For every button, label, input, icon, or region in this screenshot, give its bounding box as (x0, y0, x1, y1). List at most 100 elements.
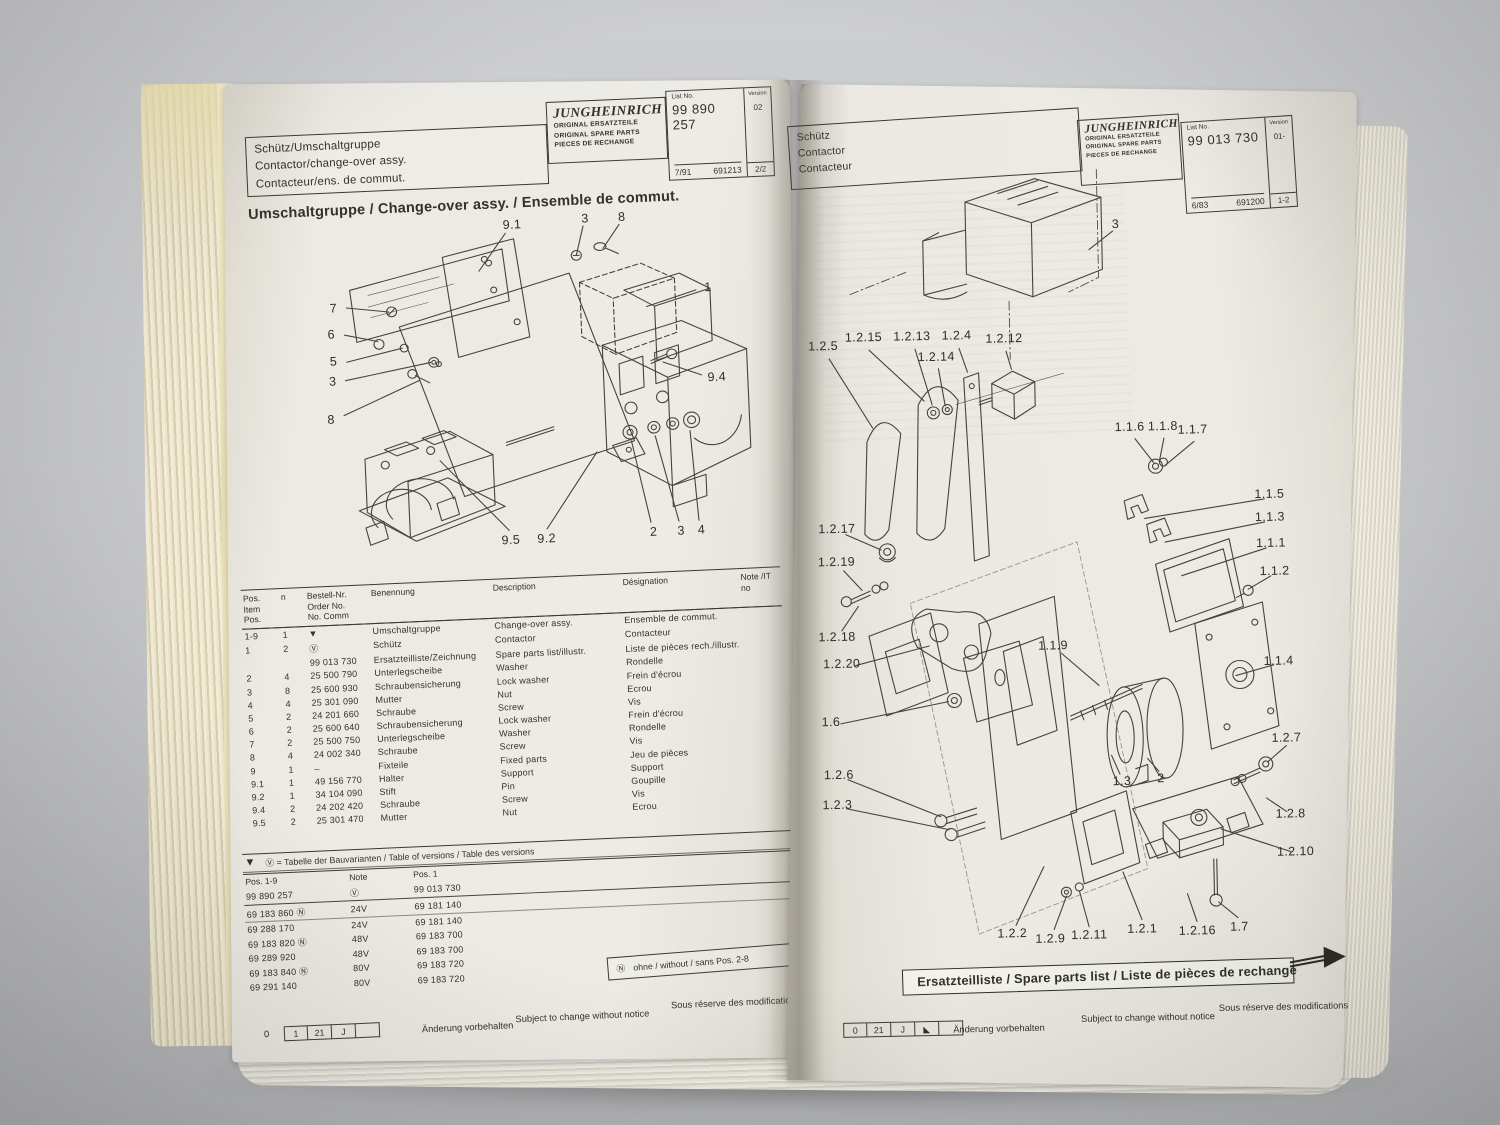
callout-1.2.14: 1.2.14 (917, 349, 955, 365)
callout-5: 5 (329, 354, 338, 370)
table-cell: 4 (285, 698, 292, 709)
callout-1.1.7: 1.1.7 (1177, 422, 1208, 438)
callout-1.1.3: 1.1.3 (1254, 509, 1285, 524)
callout-8: 8 (617, 209, 626, 224)
callout-1.1.5: 1.1.5 (1254, 486, 1285, 502)
table-cell: 80V (353, 977, 371, 988)
callout-7: 7 (329, 301, 338, 316)
footer-box (355, 1022, 381, 1039)
list-main: List No. 99 890 257 7/91 691213 (666, 88, 749, 180)
table-cell: 8 (284, 685, 291, 696)
callout-4: 4 (697, 522, 706, 537)
list-no-value: 99 013 730 (1187, 129, 1260, 149)
spare-parts-banner: Ersatzteilliste / Spare parts list / Lis… (901, 957, 1298, 996)
notice-en: Subject to change without notice (1080, 1011, 1216, 1024)
callout-9.1: 9.1 (502, 217, 522, 233)
callout-1.2.4: 1.2.4 (941, 327, 972, 343)
right-diagram-drawing (828, 168, 1292, 935)
col-n: n (278, 587, 307, 628)
callout-9.5: 9.5 (501, 532, 521, 548)
table-cell (282, 657, 309, 671)
footer-box: 21 (307, 1024, 333, 1041)
callout-1.7: 1.7 (1229, 919, 1249, 934)
left-page: Schütz/Umschaltgruppe Contactor/change-o… (223, 79, 806, 1063)
callout-1.2.15: 1.2.15 (844, 329, 883, 345)
callout-3: 3 (580, 211, 589, 226)
footer-box: 1 (283, 1025, 309, 1042)
table-cell: 4 (287, 751, 294, 762)
callout-1.1.2: 1.1.2 (1259, 563, 1290, 579)
page-indicator: 0 (263, 1028, 270, 1040)
right-exploded-diagram: 31.2.51.2.151.2.131.2.141.2.41.2.121.1.6… (801, 165, 1337, 966)
table-cell: 2 (286, 724, 293, 736)
notice-en: Subject to change without notice (515, 1008, 650, 1025)
footer-box: J (891, 1021, 916, 1037)
callout-1.1.6: 1.1.6 (1114, 419, 1145, 435)
note-box-text: ohne / without / sans Pos. 2-8 (632, 953, 750, 973)
table-cell: 2 (290, 817, 297, 828)
left-header-title-box: Schütz/Umschaltgruppe Contactor/change-o… (244, 124, 550, 198)
version-label: Version (1269, 119, 1289, 127)
callout-1.1.9: 1.1.9 (1037, 637, 1069, 653)
callout-1.6: 1.6 (821, 714, 841, 729)
notice-de: Änderung vorbehalten (953, 1022, 1045, 1035)
callout-1.2.20: 1.2.20 (823, 656, 861, 672)
callout-1.3: 1.3 (1112, 774, 1132, 789)
callout-1.2.13: 1.2.13 (893, 328, 931, 344)
callout-1.2.8: 1.2.8 (1275, 805, 1306, 821)
variant-triangle-icon: ▼ (244, 856, 256, 869)
col-description: Description (490, 573, 622, 619)
callout-2: 2 (1157, 770, 1165, 786)
table-cell: 25 301 470 (316, 814, 364, 827)
callout-1.1.8: 1.1.8 (1147, 419, 1178, 434)
callout-9.4: 9.4 (707, 369, 727, 385)
callout-8: 8 (327, 412, 336, 428)
callout-1.2.1: 1.2.1 (1127, 921, 1158, 936)
table-cell: 1 (245, 645, 251, 657)
version-value: 01- (1273, 131, 1286, 142)
col-designation: Désignation (620, 568, 740, 613)
callout-1.2.10: 1.2.10 (1276, 843, 1315, 859)
version-label: Version (747, 90, 767, 98)
issue-date: 7/91 (674, 166, 692, 178)
direction-arrow-icon (1289, 946, 1346, 968)
callout-1.2.12: 1.2.12 (985, 330, 1023, 346)
table-cell: 1 (288, 764, 294, 775)
table-cell: 2 (282, 644, 289, 655)
banner-text: Ersatzteilliste / Spare parts list / Lis… (917, 962, 1298, 990)
footer-box: ◣ (915, 1020, 940, 1037)
table-cell: 1 (288, 777, 295, 788)
footer-box: 0 (843, 1022, 868, 1038)
table-cell: 9.5 (252, 818, 267, 829)
table-cell: 1 (282, 629, 288, 640)
callout-3: 3 (677, 523, 686, 538)
callout-1.2.11: 1.2.11 (1070, 927, 1108, 942)
col-benennung: Benennung (368, 579, 493, 624)
table-cell: 2 (289, 803, 296, 815)
parts-table: Pos. Item Pos. n Bestell-Nr. Order No. N… (240, 566, 791, 831)
footer-box: 21 (867, 1021, 892, 1038)
notice-fr: Sous réserve des modifications (1218, 1000, 1349, 1014)
list-no-value: 99 890 257 (671, 100, 716, 133)
callout-3: 3 (328, 374, 337, 389)
col-order-no: Bestell-Nr. Order No. No. Comm (304, 584, 371, 627)
version-value: 02 (753, 102, 763, 112)
doc-code: 691213 (713, 164, 742, 176)
callout-1.1.4: 1.1.4 (1263, 653, 1294, 669)
table-cell: 1 (289, 790, 296, 801)
callout-1.2.16: 1.2.16 (1178, 923, 1217, 938)
callout-1.2.9: 1.2.9 (1035, 931, 1066, 946)
notice-de: Änderung vorbehalten (421, 1020, 514, 1035)
callout-3: 3 (1111, 217, 1120, 232)
table-cell: 4 (284, 672, 290, 683)
callout-9.2: 9.2 (537, 531, 557, 546)
col-pos: Pos. Item Pos. (240, 588, 281, 630)
footer-box: J (331, 1023, 357, 1040)
book-spine-shadow (768, 80, 824, 1080)
callout-1: 1 (703, 280, 712, 295)
